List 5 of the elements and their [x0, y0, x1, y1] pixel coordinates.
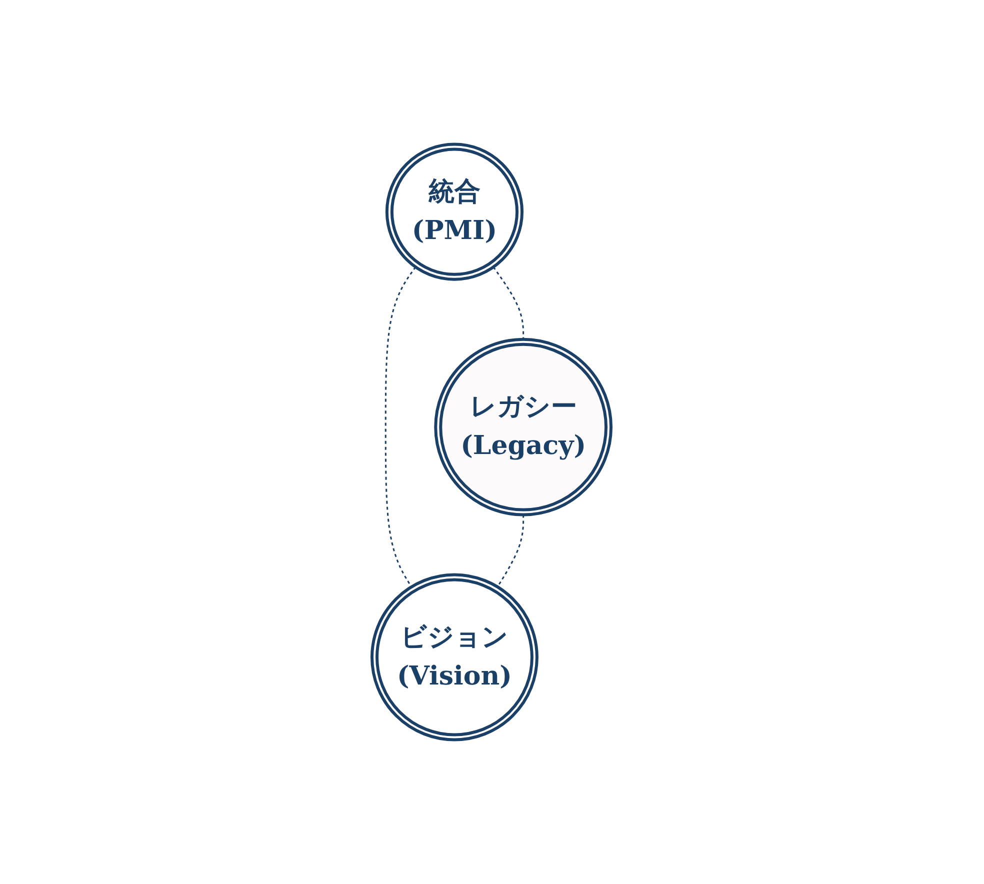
connector — [497, 514, 525, 588]
node-circle: ビジョン (Vision) — [370, 573, 539, 742]
node-circle: 統合 (PMI) — [386, 142, 524, 281]
node-circle: レガシー (Legacy) — [434, 338, 614, 516]
connector — [493, 266, 525, 340]
